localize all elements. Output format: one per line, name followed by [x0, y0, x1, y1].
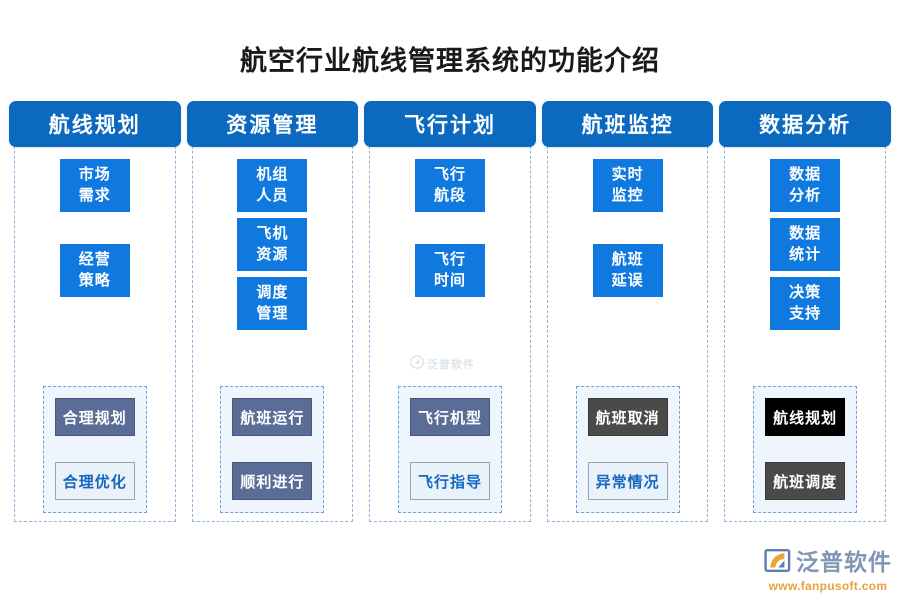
feature-box-line2: 统计 [789, 246, 822, 263]
outcome-box[interactable]: 航班调度 [765, 462, 846, 500]
feature-column: 飞行计划飞行航段飞行时间飞行机型飞行指导 [364, 101, 536, 522]
outcome-panel: 飞行机型飞行指导 [397, 386, 502, 513]
column-body: 市场需求经营策略合理规划合理优化 [15, 147, 175, 521]
outcome-panel: 航班取消异常情况 [575, 386, 680, 513]
feature-box-line1: 飞机 [256, 225, 289, 242]
feature-box-line2: 航段 [433, 187, 466, 204]
feature-box-line2: 监控 [611, 187, 644, 204]
feature-box-line1: 机组 [256, 166, 289, 183]
feature-box-line1: 决策 [789, 284, 822, 301]
column-body: 飞行航段飞行时间飞行机型飞行指导 [370, 147, 530, 521]
feature-box[interactable]: 飞行时间 [414, 244, 485, 297]
feature-box[interactable]: 实时监控 [592, 159, 663, 212]
feature-box-line1: 数据 [789, 166, 822, 183]
feature-box-line2: 资源 [256, 246, 289, 263]
feature-box[interactable]: 市场需求 [59, 159, 130, 212]
outcome-box[interactable]: 异常情况 [587, 462, 668, 500]
column-header[interactable]: 数据分析 [719, 101, 891, 147]
feature-column: 航线规划市场需求经营策略合理规划合理优化 [9, 101, 181, 522]
feature-column: 航班监控实时监控航班延误航班取消异常情况 [541, 101, 714, 522]
feature-box-line2: 策略 [78, 272, 111, 289]
feature-box[interactable]: 机组人员 [237, 159, 308, 212]
feature-box-line1: 市场 [78, 166, 111, 183]
column-header[interactable]: 航线规划 [9, 101, 181, 147]
column-body: 数据分析数据统计决策支持航线规划航班调度 [725, 147, 885, 521]
outcome-box[interactable]: 航班运行 [232, 398, 313, 436]
brand-url: www.fanpusoft.com [768, 578, 888, 593]
feature-box[interactable]: 决策支持 [770, 277, 841, 330]
brand-name: 泛普软件 [796, 549, 892, 575]
outcome-box[interactable]: 合理规划 [54, 398, 135, 436]
feature-box-line1: 飞行 [433, 166, 466, 183]
outcome-box[interactable]: 航班取消 [587, 398, 668, 436]
feature-box[interactable]: 航班延误 [592, 244, 663, 297]
column-header[interactable]: 飞行计划 [364, 101, 536, 147]
feature-box[interactable]: 数据统计 [770, 218, 841, 271]
feature-box[interactable]: 调度管理 [237, 277, 308, 330]
feature-box-line1: 数据 [789, 225, 822, 242]
brand-logo: 泛普软件 www.fanpusoft.com [762, 548, 894, 593]
feature-box-line1: 航班 [611, 251, 644, 268]
page-title: 航空行业航线管理系统的功能介绍 [240, 46, 660, 76]
outcome-box[interactable]: 顺利进行 [232, 462, 313, 500]
feature-box-line2: 支持 [789, 305, 822, 322]
outcome-panel: 航线规划航班调度 [753, 386, 858, 513]
feature-box-line2: 时间 [433, 272, 466, 289]
feature-box[interactable]: 数据分析 [770, 159, 841, 212]
feature-box[interactable]: 飞行航段 [414, 159, 485, 212]
feature-box-line2: 延误 [611, 272, 644, 289]
feature-column: 数据分析数据分析数据统计决策支持航线规划航班调度 [719, 101, 891, 522]
outcome-panel: 合理规划合理优化 [42, 386, 147, 513]
feature-column: 资源管理机组人员飞机资源调度管理航班运行顺利进行 [186, 101, 359, 522]
outcome-box[interactable]: 飞行指导 [409, 462, 490, 500]
outcome-box[interactable]: 飞行机型 [409, 398, 490, 436]
feature-box-line1: 经营 [78, 251, 111, 268]
feature-box-line2: 分析 [789, 187, 822, 204]
outcome-box[interactable]: 航线规划 [765, 398, 846, 436]
outcome-box[interactable]: 合理优化 [54, 462, 135, 500]
brand-logo-icon [764, 548, 791, 578]
feature-columns: 航线规划市场需求经营策略合理规划合理优化资源管理机组人员飞机资源调度管理航班运行… [9, 101, 891, 522]
column-body: 实时监控航班延误航班取消异常情况 [548, 147, 708, 521]
feature-box-line2: 人员 [256, 187, 289, 204]
column-header[interactable]: 航班监控 [541, 101, 714, 147]
feature-box[interactable]: 经营策略 [59, 244, 130, 297]
column-header[interactable]: 资源管理 [186, 101, 359, 147]
feature-box-line2: 管理 [256, 305, 289, 322]
feature-box-line1: 调度 [256, 284, 289, 301]
column-body: 机组人员飞机资源调度管理航班运行顺利进行 [193, 147, 353, 521]
feature-box-line1: 实时 [611, 166, 644, 183]
feature-box[interactable]: 飞机资源 [237, 218, 308, 271]
outcome-panel: 航班运行顺利进行 [220, 386, 325, 513]
feature-box-line1: 飞行 [433, 251, 466, 268]
feature-box-line2: 需求 [78, 187, 111, 204]
